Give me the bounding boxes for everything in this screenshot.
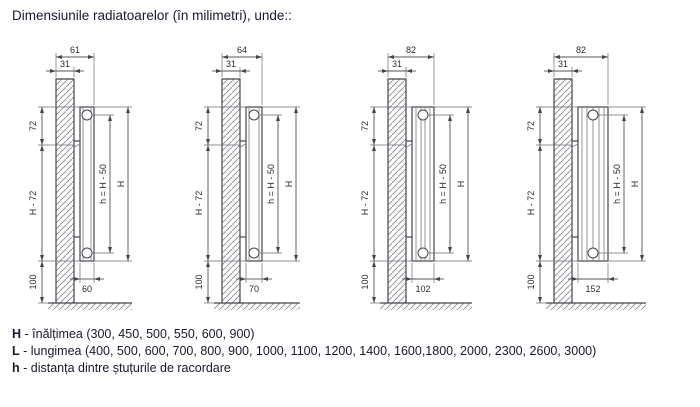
- radiator-body: [405, 106, 435, 262]
- port-distance-label: h = H - 50: [98, 164, 108, 204]
- wall: [55, 78, 75, 303]
- radiator-diagram-2: 64 31 72 H - 72 100 h = H - 50: [194, 45, 300, 310]
- middle-height-label: H - 72: [194, 191, 204, 216]
- top-width-label: 82: [576, 45, 586, 55]
- dimensions: 82 31 72 H - 72 100 h = H - 50: [526, 45, 646, 304]
- middle-height-label: H - 72: [28, 191, 38, 216]
- top-width-label: 61: [70, 45, 80, 55]
- top-height-label: 72: [526, 121, 536, 131]
- port-distance-label: h = H - 50: [438, 164, 448, 204]
- port-top: [81, 109, 93, 121]
- port-distance-label: h = H - 50: [612, 164, 622, 204]
- wall: [553, 78, 573, 303]
- legend-term-h: h: [12, 361, 20, 375]
- depth-label: 70: [249, 284, 259, 294]
- wall: [221, 78, 241, 303]
- floor: [546, 302, 646, 310]
- bottom-clearance-label: 100: [360, 274, 370, 289]
- dimensions: 64 31 72 H - 72 100 h = H - 50: [194, 45, 300, 304]
- port-bottom: [81, 247, 93, 259]
- diagrams-row: 61 31 72 H - 72 100 h = H - 50: [12, 27, 688, 317]
- dimensions: 61 31 72 H - 72 100 h = H - 50: [28, 45, 132, 304]
- floor: [380, 302, 472, 310]
- depth-label: 152: [585, 284, 600, 294]
- total-height-label: H: [630, 181, 640, 188]
- total-height-label: H: [456, 181, 466, 188]
- legend-text-H: - înălțimea (300, 450, 500, 550, 600, 90…: [24, 327, 255, 341]
- top-height-label: 72: [194, 121, 204, 131]
- legend-item-L: L - lungimea (400, 500, 600, 700, 800, 9…: [12, 344, 688, 358]
- total-height-label: H: [116, 181, 126, 188]
- total-height-label: H: [284, 181, 294, 188]
- page-title: Dimensiunile radiatoarelor (în milimetri…: [12, 8, 292, 23]
- wall: [387, 78, 407, 303]
- legend-term-H: H: [12, 327, 22, 341]
- top-height-label: 72: [360, 121, 370, 131]
- bottom-clearance-label: 100: [526, 274, 536, 289]
- legend: H - înălțimea (300, 450, 500, 550, 600, …: [12, 327, 688, 375]
- radiator-diagram-4: 82 31 72 H - 72 100 h = H - 50: [526, 45, 646, 310]
- depth-label: 102: [415, 284, 430, 294]
- wall-offset-label: 31: [558, 59, 568, 69]
- port-top: [417, 109, 429, 121]
- radiator-body: [239, 106, 263, 262]
- legend-term-L: L: [12, 344, 20, 358]
- port-top: [248, 109, 260, 121]
- middle-height-label: H - 72: [526, 191, 536, 216]
- wall-offset-label: 31: [226, 59, 236, 69]
- wall-offset-label: 31: [60, 59, 70, 69]
- dimensions: 82 31 72 H - 72 100 h = H - 50: [360, 45, 472, 304]
- top-height-label: 72: [28, 121, 38, 131]
- legend-text-L: - lungimea (400, 500, 600, 700, 800, 900…: [23, 344, 597, 358]
- radiator-diagram-3: 82 31 72 H - 72 100 h = H - 50: [360, 45, 472, 310]
- floor: [48, 302, 132, 310]
- legend-item-H: H - înălțimea (300, 450, 500, 550, 600, …: [12, 327, 688, 341]
- wall-offset-label: 31: [392, 59, 402, 69]
- bottom-clearance-label: 100: [194, 274, 204, 289]
- port-top: [587, 109, 599, 121]
- top-width-label: 64: [237, 45, 247, 55]
- depth-label: 60: [82, 284, 92, 294]
- bottom-clearance-label: 100: [28, 274, 38, 289]
- port-bottom: [587, 247, 599, 259]
- radiator-diagram-1: 61 31 72 H - 72 100 h = H - 50: [28, 45, 132, 310]
- radiator-body: [73, 106, 95, 262]
- port-bottom: [248, 247, 260, 259]
- legend-item-h: h - distanța dintre ștuțurile de racorda…: [12, 361, 688, 375]
- port-distance-label: h = H - 50: [266, 164, 276, 204]
- legend-text-h: - distanța dintre ștuțurile de racordare: [23, 361, 231, 375]
- radiator-body: [571, 106, 609, 262]
- page: Dimensiunile radiatoarelor (în milimetri…: [12, 8, 688, 375]
- floor: [214, 302, 300, 310]
- middle-height-label: H - 72: [360, 191, 370, 216]
- top-width-label: 82: [406, 45, 416, 55]
- port-bottom: [417, 247, 429, 259]
